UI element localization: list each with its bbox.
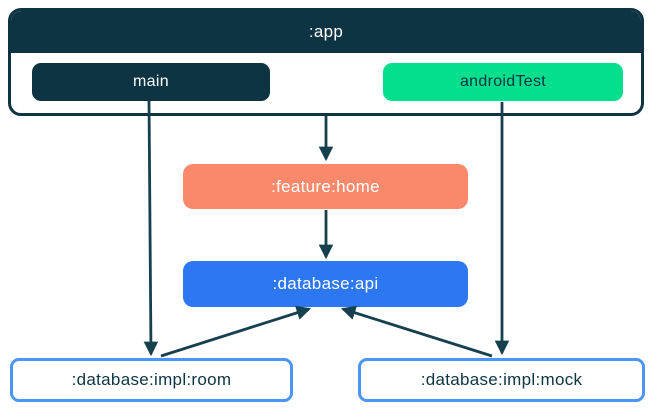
edge-main-to-database-impl-room xyxy=(143,100,159,357)
sourceset-main: main xyxy=(32,63,270,101)
sourceset-androidtest: androidTest xyxy=(383,63,623,101)
edge-database-impl-room-to-database-api xyxy=(160,305,312,358)
module-database-api: :database:api xyxy=(183,261,468,307)
module-feature-home: :feature:home xyxy=(183,164,468,209)
module-app-title: :app xyxy=(11,11,641,53)
module-database-impl-room: :database:impl:room xyxy=(10,358,293,402)
module-database-impl-mock: :database:impl:mock xyxy=(358,358,645,402)
edge-database-impl-mock-to-database-api xyxy=(340,305,493,358)
